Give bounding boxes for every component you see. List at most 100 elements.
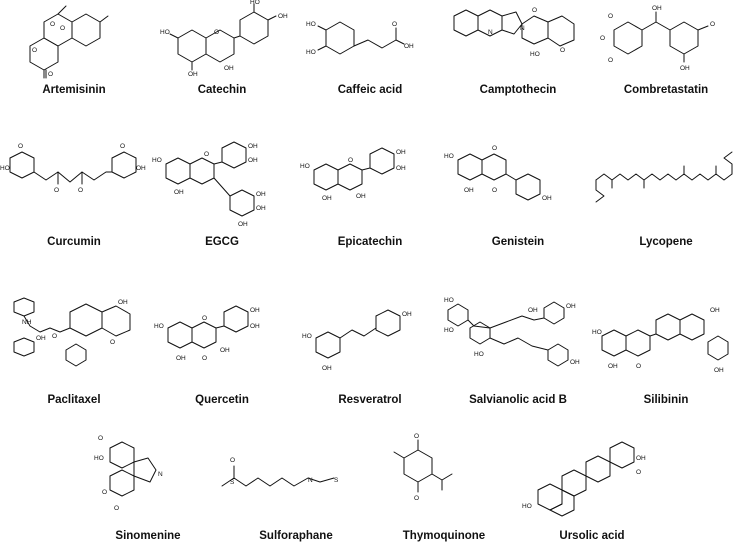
svg-text:O: O xyxy=(532,7,537,14)
svg-text:OH: OH xyxy=(404,43,414,50)
svg-text:O: O xyxy=(414,495,419,502)
svg-text:O: O xyxy=(214,29,219,36)
svg-text:OH: OH xyxy=(570,359,580,366)
svg-text:HO: HO xyxy=(0,165,10,172)
svg-text:O: O xyxy=(492,145,497,152)
svg-text:O: O xyxy=(204,151,209,158)
compound-label: Artemisinin xyxy=(42,84,106,96)
svg-text:OH: OH xyxy=(396,149,406,156)
compound-label: Paclitaxel xyxy=(47,394,101,406)
svg-text:OH: OH xyxy=(256,205,266,212)
svg-text:OH: OH xyxy=(528,307,538,314)
compound-label: Salvianolic acid B xyxy=(469,394,567,406)
svg-text:HO: HO xyxy=(522,503,532,510)
compound-label: Caffeic acid xyxy=(337,84,403,96)
thymoquinone-structure: OO xyxy=(393,433,453,502)
svg-text:HO: HO xyxy=(444,153,454,160)
compound-label: Sinomenine xyxy=(115,530,181,542)
lycopene-structure xyxy=(595,151,733,203)
compound-label: Sulforaphane xyxy=(259,530,333,542)
compound-label: Resveratrol xyxy=(338,394,402,406)
svg-text:OH: OH xyxy=(356,193,366,200)
svg-text:OH: OH xyxy=(176,355,186,362)
svg-text:OH: OH xyxy=(248,157,258,164)
svg-text:OH: OH xyxy=(396,165,406,172)
svg-text:OH: OH xyxy=(322,195,332,202)
svg-text:OH: OH xyxy=(238,221,248,228)
svg-text:O: O xyxy=(98,435,103,442)
svg-text:O: O xyxy=(600,35,605,42)
svg-text:O: O xyxy=(48,71,53,78)
svg-text:OH: OH xyxy=(680,65,690,72)
svg-text:OH: OH xyxy=(250,323,260,330)
combretastatin-structure: OH O O O O OH xyxy=(600,5,715,72)
ursolic-acid-structure: HO OH O xyxy=(522,441,646,517)
svg-text:HO: HO xyxy=(306,21,316,28)
svg-text:S: S xyxy=(230,479,235,486)
svg-text:OH: OH xyxy=(224,65,234,72)
svg-text:HO: HO xyxy=(250,0,260,6)
svg-text:O: O xyxy=(202,315,207,322)
svg-text:OH: OH xyxy=(714,367,724,374)
svg-text:N: N xyxy=(308,477,313,484)
svg-text:OH: OH xyxy=(278,13,288,20)
svg-text:OH: OH xyxy=(322,365,332,372)
svg-text:O: O xyxy=(560,47,565,54)
svg-text:O: O xyxy=(78,187,83,194)
svg-text:O: O xyxy=(608,13,613,20)
camptothecin-structure: N N O O HO xyxy=(453,7,575,58)
svg-text:N: N xyxy=(488,29,493,36)
compound-label: Combretastatin xyxy=(623,84,709,96)
svg-text:O: O xyxy=(60,25,65,32)
svg-text:HO: HO xyxy=(592,329,602,336)
svg-text:O: O xyxy=(202,355,207,362)
svg-text:HO: HO xyxy=(152,157,162,164)
svg-text:O: O xyxy=(52,333,57,340)
svg-text:OH: OH xyxy=(250,307,260,314)
svg-text:OH: OH xyxy=(566,303,576,310)
svg-text:OH: OH xyxy=(136,165,146,172)
svg-text:O: O xyxy=(414,433,419,440)
svg-text:O: O xyxy=(710,21,715,28)
svg-text:OH: OH xyxy=(36,335,46,342)
svg-text:HO: HO xyxy=(160,29,170,36)
svg-text:OH: OH xyxy=(118,299,128,306)
svg-text:OH: OH xyxy=(256,191,266,198)
svg-text:OH: OH xyxy=(248,143,258,150)
svg-text:O: O xyxy=(230,457,235,464)
svg-text:O: O xyxy=(18,143,23,150)
svg-text:N: N xyxy=(520,25,525,32)
svg-text:HO: HO xyxy=(530,51,540,58)
svg-text:O: O xyxy=(392,21,397,28)
svg-text:O: O xyxy=(636,363,641,370)
svg-text:HO: HO xyxy=(94,455,104,462)
compound-label: Silibinin xyxy=(643,394,689,406)
compound-label: Quercetin xyxy=(195,394,249,406)
svg-text:O: O xyxy=(608,57,613,64)
svg-text:OH: OH xyxy=(652,5,662,12)
svg-text:OH: OH xyxy=(608,363,618,370)
compound-label: Epicatechin xyxy=(337,236,403,248)
compound-label: Catechin xyxy=(197,84,247,96)
svg-text:HO: HO xyxy=(154,323,164,330)
svg-text:HO: HO xyxy=(444,297,454,304)
compound-label: Curcumin xyxy=(47,236,101,248)
svg-text:OH: OH xyxy=(636,455,646,462)
svg-text:OH: OH xyxy=(402,311,412,318)
svg-text:O: O xyxy=(102,489,107,496)
svg-text:HO: HO xyxy=(474,351,484,358)
compound-label: Ursolic acid xyxy=(559,530,625,542)
svg-text:O: O xyxy=(636,469,641,476)
